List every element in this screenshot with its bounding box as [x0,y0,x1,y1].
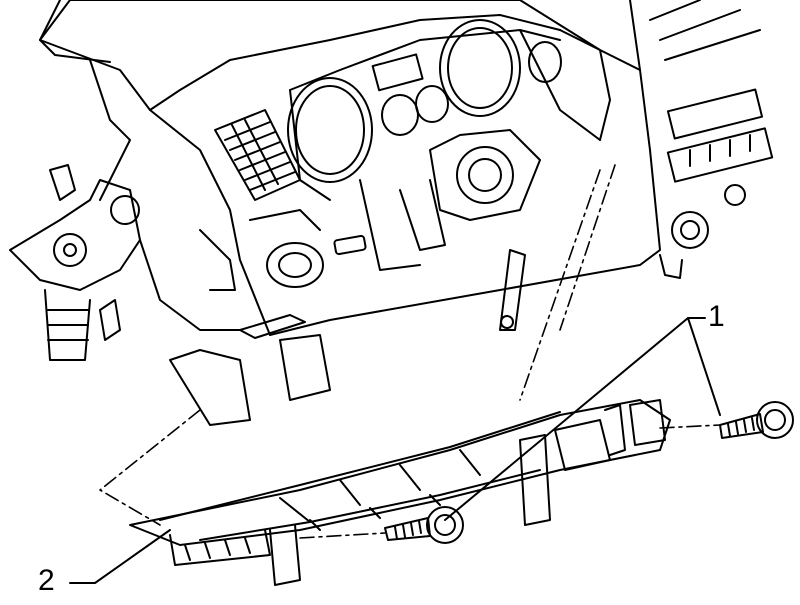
alignment-lines [99,164,721,539]
left-air-vent [214,109,301,201]
dashboard-upper-shell [39,0,661,336]
speedometer-gauge [287,77,373,183]
small-gauge [415,85,449,123]
right-dash-panel [499,0,774,331]
callout-label-1: 1 [708,300,725,333]
steering-column [359,129,541,271]
left-bracket-assembly [9,59,331,426]
lower-dash-controls [239,209,367,339]
climate-knob [671,211,709,249]
tachometer-gauge [439,19,521,117]
small-gauge [528,41,562,83]
instrument-cluster [287,19,601,201]
callout-label-2: 2 [38,564,55,597]
bolt-center [384,506,464,544]
callout-2-leader [69,529,171,584]
bolt-right [719,401,794,439]
leader-lines [69,317,721,584]
callout-1-leader-b [444,317,689,521]
knee-bolster-panel [129,399,671,586]
headlamp-knob [266,242,324,288]
small-gauge [381,94,419,136]
